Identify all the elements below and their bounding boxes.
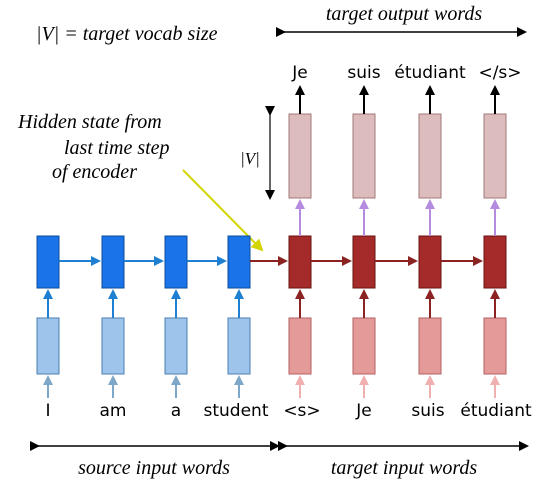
- source-word-3: a: [171, 401, 181, 421]
- hidden-state-label-line2: last time step: [64, 137, 170, 159]
- vocab-dimension-label: |V|: [240, 149, 260, 168]
- decoder-projection-3: [418, 113, 442, 199]
- decoder-embedding-1: [288, 317, 312, 375]
- decoder-embedding-4: [483, 317, 507, 375]
- decoder-hidden-1: [288, 235, 312, 289]
- decoder-projection-1: [288, 113, 312, 199]
- hidden-state-label-line3: of encoder: [52, 161, 137, 183]
- encoder-embedding-4: [227, 317, 251, 375]
- decoder-hidden-3: [418, 235, 442, 289]
- target-input-word-3: suis: [411, 401, 444, 421]
- output-word-1: Je: [291, 63, 307, 83]
- decoder-embedding-2: [352, 317, 376, 375]
- decoder-projection-4: [483, 113, 507, 199]
- encoder-embedding-1: [36, 317, 60, 375]
- decoder: [288, 85, 507, 398]
- hidden-state-label-line1: Hidden state from: [17, 111, 162, 133]
- output-word-4: </s>: [478, 63, 521, 83]
- source-input-header: source input words: [78, 457, 230, 479]
- decoder-embedding-3: [418, 317, 442, 375]
- decoder-hidden-2: [352, 235, 376, 289]
- target-input-header: target input words: [331, 457, 478, 479]
- source-word-2: am: [100, 401, 127, 421]
- source-word-4: student: [204, 401, 269, 421]
- vocab-size-note: |V| = target vocab size: [36, 23, 218, 45]
- encoder: [36, 235, 251, 398]
- source-word-1: I: [45, 401, 50, 421]
- encoder-hidden-4: [227, 235, 251, 289]
- encoder-embedding-2: [101, 317, 125, 375]
- encoder-hidden-3: [164, 235, 188, 289]
- encoder-hidden-2: [101, 235, 125, 289]
- output-word-2: suis: [347, 63, 380, 83]
- encoder-embedding-3: [164, 317, 188, 375]
- decoder-hidden-4: [483, 235, 507, 289]
- encoder-hidden-1: [36, 235, 60, 289]
- target-input-word-4: étudiant: [460, 401, 532, 421]
- target-input-word-2: Je: [355, 401, 371, 421]
- target-output-header: target output words: [326, 3, 483, 25]
- target-input-word-1: <s>: [283, 401, 320, 421]
- output-word-3: étudiant: [394, 63, 466, 83]
- decoder-projection-2: [352, 113, 376, 199]
